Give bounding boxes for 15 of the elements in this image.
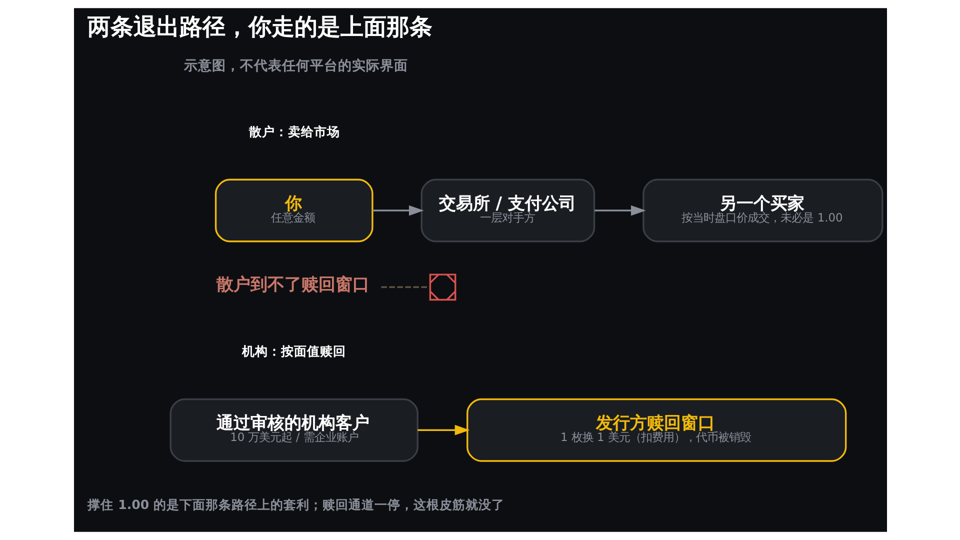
arrow [417,424,470,436]
label: 机构：按面值赎回 [242,344,346,359]
arrow [594,205,646,216]
node-text: 散户到不了赎回窗口 [216,275,369,296]
arrow [372,205,424,216]
label: 散户：卖给市场 [248,124,340,139]
node-box: 通过审核的机构客户 10 万美元起 / 需企业账户 [169,398,418,462]
node-box: 发行方赎回窗口 1 枚换 1 美元（扣费用），代币被销毁 [466,398,846,462]
node-box: 另一个买家 按当时盘口价成交，未必是 1.00 [642,178,883,242]
node-box: 交易所 / 支付公司 一层对手方 [420,178,595,242]
label: 示意图，不代表任何平台的实际界面 [183,58,408,74]
caption: 撑住 1.00 的是下面那条路径上的套利；赎回通道一停，这根皮筋就没了 [87,496,504,512]
connector [380,286,430,288]
diagram-title: 两条退出路径，你走的是上面那条 [87,14,432,40]
node-box: 你 任意金额 [214,178,373,242]
